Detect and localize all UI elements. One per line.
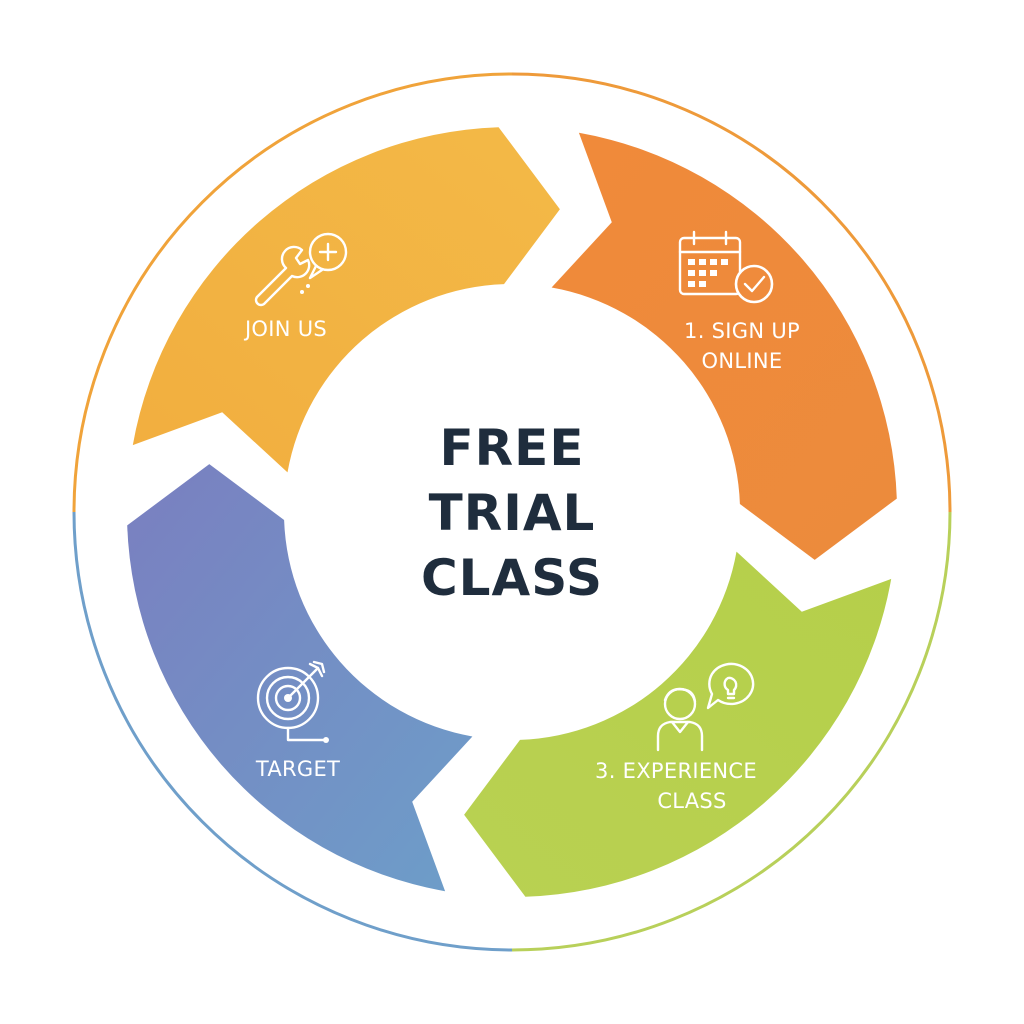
target-arrow-icon	[256, 660, 329, 743]
center-title-line-1: FREE	[440, 419, 585, 477]
arrow-segment-sign-up	[551, 132, 897, 560]
outer-ring	[72, 72, 952, 952]
arrow-segment-target	[127, 464, 473, 892]
target-label: TARGET	[255, 757, 340, 781]
arrow-segment-join	[132, 127, 560, 473]
calendar-check-icon	[678, 230, 774, 304]
experience-label-line-1: 3. EXPERIENCE	[595, 759, 757, 783]
center-title-line-3: CLASS	[421, 549, 603, 607]
outer-ring-arc-right	[511, 72, 952, 513]
join-us-label: JOIN US	[243, 317, 327, 341]
center-title-line-2: TRIAL	[429, 484, 596, 542]
sign-up-label-line-2: ONLINE	[702, 349, 783, 373]
outer-ring-arc-bottom-right	[511, 511, 952, 952]
outer-ring-arc-bottom-left	[72, 511, 513, 952]
outer-ring-arc-top	[72, 72, 513, 513]
arrow-segment-experience	[464, 551, 892, 897]
person-idea-icon	[656, 662, 755, 752]
experience-label-line-2: CLASS	[657, 789, 726, 813]
arrow-segments	[127, 127, 897, 897]
wrench-chat-icon	[254, 232, 348, 307]
sign-up-label-line-1: 1. SIGN UP	[684, 319, 800, 343]
